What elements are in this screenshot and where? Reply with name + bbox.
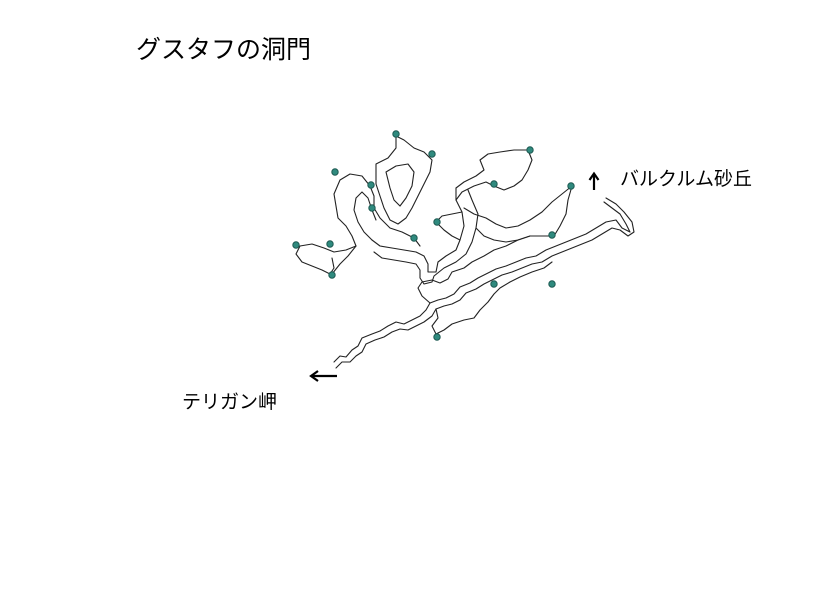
cave-wall bbox=[385, 163, 415, 207]
arrow-left-icon bbox=[309, 370, 337, 382]
cave-markers bbox=[292, 130, 575, 341]
cave-marker bbox=[490, 180, 498, 188]
cave-wall bbox=[455, 149, 533, 201]
cave-wall bbox=[335, 308, 437, 369]
cave-wall bbox=[431, 261, 553, 335]
cave-marker bbox=[433, 333, 441, 341]
cave-wall bbox=[371, 187, 465, 273]
exit-label-cape-teriggan: テリガン岬 bbox=[182, 391, 278, 413]
cave-wall bbox=[333, 173, 421, 247]
cave-marker bbox=[433, 218, 441, 226]
exit-label-balkrum-dunes: バルクルム砂丘 bbox=[620, 168, 753, 190]
cave-wall bbox=[375, 135, 433, 225]
cave-wall bbox=[429, 201, 631, 304]
arrow-up-icon bbox=[588, 171, 600, 190]
cave-wall bbox=[331, 245, 357, 275]
cave-marker bbox=[331, 168, 339, 176]
cave-marker bbox=[326, 240, 334, 248]
cave-wall bbox=[417, 235, 531, 304]
cave-marker bbox=[367, 181, 375, 189]
cave-marker bbox=[490, 280, 498, 288]
cave-wall bbox=[435, 221, 461, 241]
cave-marker bbox=[567, 182, 575, 190]
cave-marker bbox=[548, 280, 556, 288]
cave-wall bbox=[463, 185, 573, 243]
map-title: グスタフの洞門 bbox=[136, 35, 312, 64]
cave-marker bbox=[292, 241, 300, 249]
cave-wall bbox=[333, 302, 431, 363]
cave-wall bbox=[373, 189, 479, 285]
cave-marker bbox=[526, 146, 534, 154]
cave-marker bbox=[328, 271, 336, 279]
cave-marker bbox=[410, 234, 418, 242]
cave-wall bbox=[435, 197, 635, 310]
cave-tunnels bbox=[295, 135, 635, 369]
cave-marker bbox=[548, 231, 556, 239]
cave-marker bbox=[392, 130, 400, 138]
cave-marker bbox=[428, 150, 436, 158]
cave-marker bbox=[368, 204, 376, 212]
cave-wall bbox=[353, 191, 377, 241]
cave-wall bbox=[295, 243, 357, 275]
